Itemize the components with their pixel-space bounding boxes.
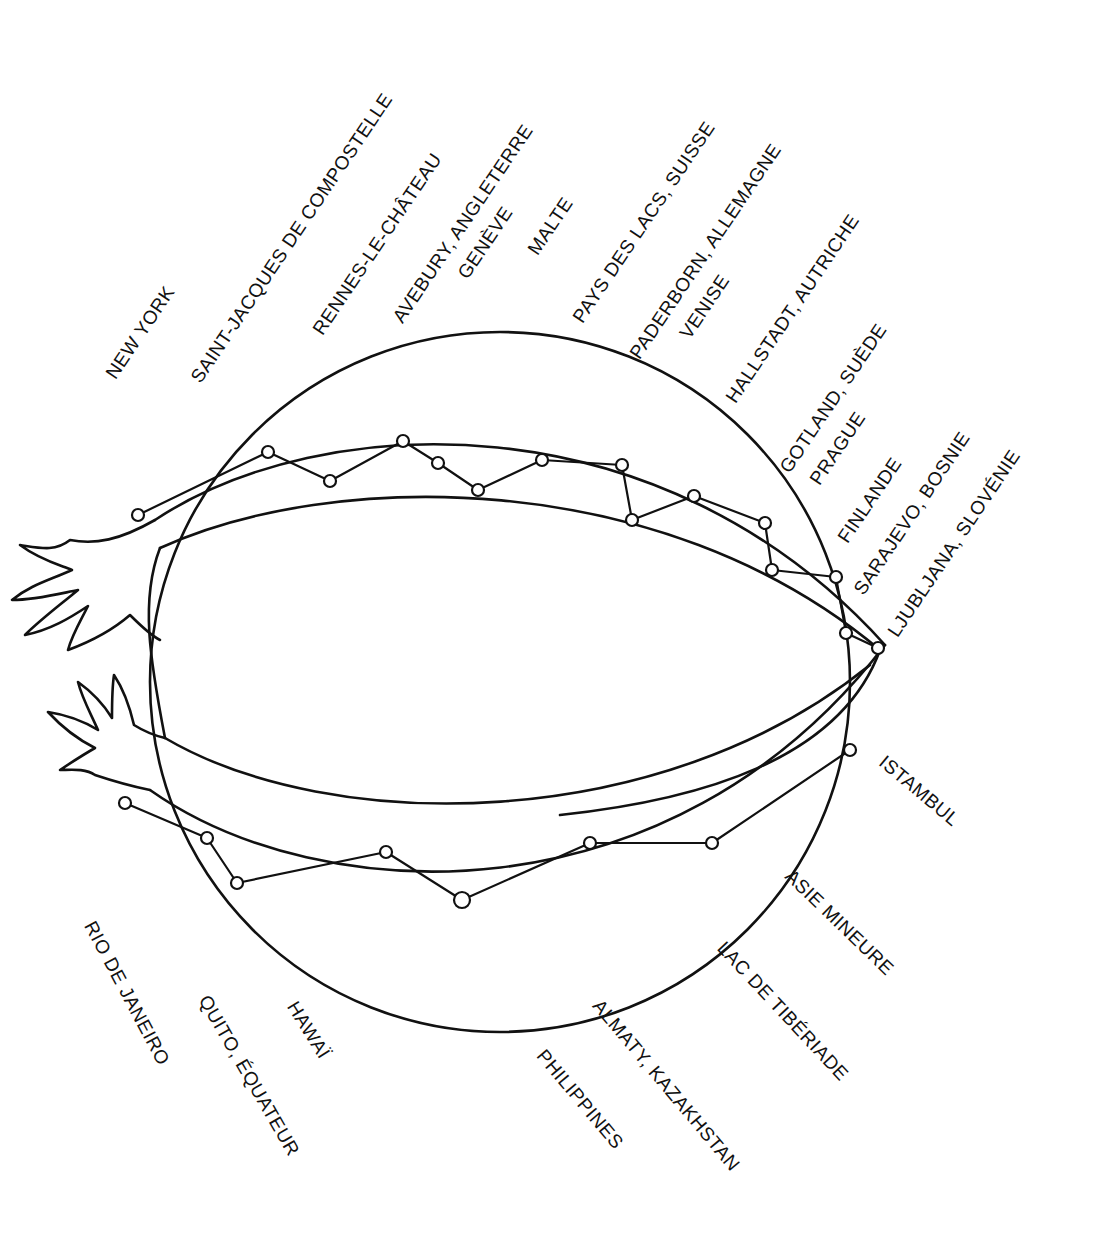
chain-dot [119,797,131,809]
chain-dot [584,837,596,849]
chain-dot [626,514,638,526]
chain-dot [397,435,409,447]
place-label: SAINT-JACQUES DE COMPOSTELLE [187,90,395,386]
chain-dot [201,832,213,844]
chain-dot [472,484,484,496]
band-edge [155,444,885,645]
place-label: ISTAMBUL [876,752,963,829]
place-label: PADERBORN, ALLEMAGNE [626,140,784,362]
place-label: LAC DE TIBÉRIADE [714,938,852,1084]
chain-dot [872,642,884,654]
chain-dot [616,459,628,471]
place-label: HAWAÏ [284,998,334,1062]
hand [48,675,165,790]
chain-dot [536,454,548,466]
chain-dot [432,457,444,469]
chain-dot [840,627,852,639]
place-label: MALTE [524,194,576,258]
chain-dot [262,446,274,458]
place-label: PHILIPPINES [533,1046,626,1152]
chain-dot [132,509,144,521]
place-label: AVEBURY, ANGLETERRE [389,121,536,326]
chain-dot [231,877,243,889]
place-label: PAYS DES LACS, SUISSE [569,118,718,326]
globe-outline [150,332,850,1032]
place-label: RIO DE JANEIRO [81,918,173,1068]
band-edge [160,497,880,650]
band-edge [165,665,870,804]
chain-dot [706,837,718,849]
place-label: LJUBLJANA, SLOVÉNIE [884,446,1023,640]
place-label: ASIE MINEURE [782,866,897,978]
band-edge [560,650,880,815]
band-edge [150,645,885,872]
chain-dot [454,892,470,908]
chain-dot [830,571,842,583]
chain-dot [380,846,392,858]
chain-dot [688,490,700,502]
chain-dot [324,475,336,487]
chain-dot [844,744,856,756]
chain-line [138,441,878,648]
place-label: QUITO, ÉQUATEUR [196,992,303,1159]
chain-dot [766,564,778,576]
chain-line [125,750,850,900]
hand [12,520,160,650]
chain-dot [759,517,771,529]
band-edge [149,548,165,738]
place-label: NEW YORK [102,283,178,382]
